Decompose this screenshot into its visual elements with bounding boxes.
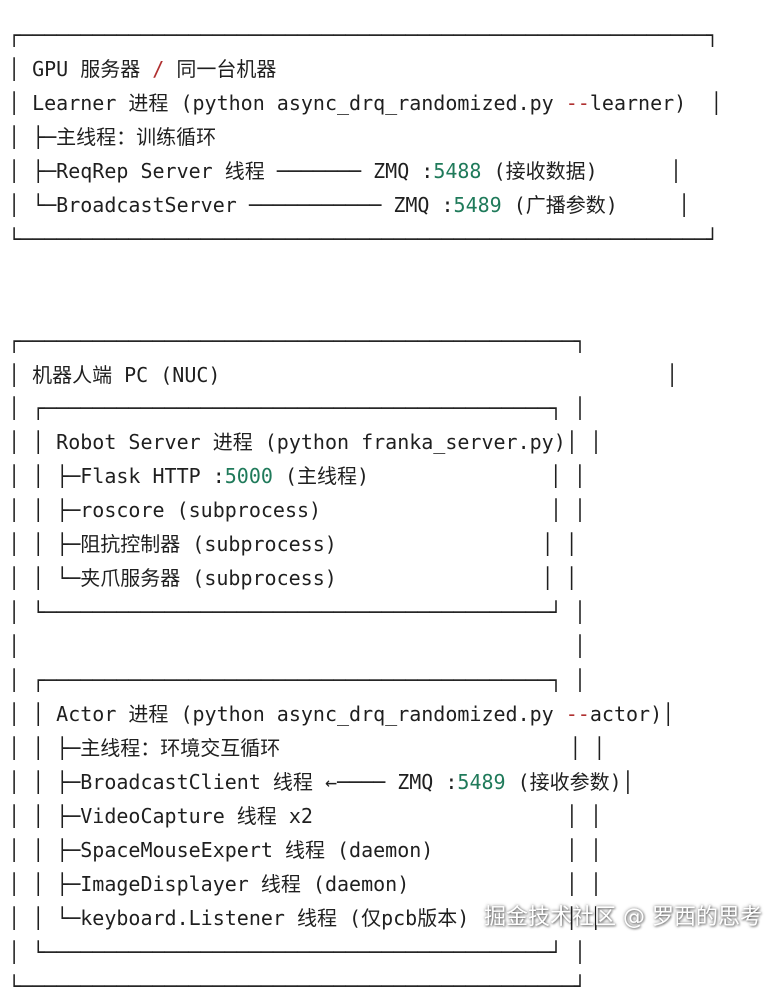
diagram-text: │ └─BroadcastServer ─────────── ZMQ : — [8, 192, 454, 217]
diagram-line: │ │ — [8, 629, 586, 663]
diagram-text: learner) │ — [589, 90, 723, 115]
diagram-text: │ ├─主线程：训练循环 │ — [8, 124, 784, 149]
diagram-text: │ │ ├─ImageDisplayer 线程 (daemon) │ │ — [8, 871, 602, 896]
diagram-line: │ │ ├─SpaceMouseExpert 线程 (daemon) │ │ — [8, 833, 602, 867]
diagram-line: │ │ Robot Server 进程 (python franka_serve… — [8, 425, 602, 459]
diagram-line: │ │ └─keyboard.Listener 线程 (仅pcb版本) │ │ — [8, 901, 602, 935]
diagram-text: │ ├─ReqRep Server 线程 ─────── ZMQ : — [8, 158, 434, 183]
diagram-line: └───────────────────────────────────────… — [8, 222, 718, 256]
diagram-text: │ 机器人端 PC (NUC) │ — [8, 362, 679, 387]
diagram-text: └───────────────────────────────────────… — [8, 226, 719, 251]
diagram-text: │ │ └─keyboard.Listener 线程 (仅pcb版本) │ │ — [8, 905, 602, 930]
diagram-text: │ │ ├─Flask HTTP : — [8, 464, 225, 489]
diagram-text: │ GPU 服务器 — [8, 56, 153, 81]
diagram-text: │ │ — [8, 634, 586, 659]
diagram-line: │ │ ├─VideoCapture 线程 x2 │ │ — [8, 799, 602, 833]
diagram-line: │ ┌─────────────────────────────────────… — [8, 663, 586, 697]
diagram-text: (广播参数) │ — [501, 192, 691, 217]
diagram-text: │ │ ├─roscore (subprocess) │ │ — [8, 498, 586, 523]
diagram-text: (接收数据) │ — [481, 158, 682, 183]
diagram-text: │ │ ├─VideoCapture 线程 x2 │ │ — [8, 803, 602, 828]
diagram-line: │ └─────────────────────────────────────… — [8, 935, 586, 969]
diagram-text: │ │ Actor 进程 (python async_drq_randomize… — [8, 702, 566, 726]
diagram-line: │ ├─主线程：训练循环 │ — [8, 120, 784, 154]
diagram-line: │ ├─ReqRep Server 线程 ─────── ZMQ :5488 (… — [8, 154, 682, 188]
port-number: 5000 — [224, 464, 273, 489]
diagram-text: │ │ └─夹爪服务器 (subprocess) │ │ — [8, 566, 578, 591]
operator-text: -- — [565, 702, 590, 726]
port-number: 5489 — [453, 192, 502, 217]
diagram-line: │ │ └─夹爪服务器 (subprocess) │ │ — [8, 561, 578, 595]
diagram-text: │ └─────────────────────────────────────… — [8, 939, 586, 964]
diagram-line: │ │ ├─主线程：环境交互循环 │ │ — [8, 731, 605, 765]
diagram-line: │ │ ├─roscore (subprocess) │ │ — [8, 493, 586, 527]
diagram-text: └───────────────────────────────────────… — [8, 973, 586, 998]
port-number: 5488 — [433, 158, 482, 183]
diagram-text: │ Learner 进程 (python async_drq_randomize… — [8, 90, 566, 115]
diagram-text: │ │ ├─SpaceMouseExpert 线程 (daemon) │ │ — [8, 837, 602, 862]
diagram-line: │ │ ├─BroadcastClient 线程 ←──── ZMQ :5489… — [8, 765, 634, 799]
operator-text: / — [152, 56, 165, 81]
diagram-text: ┌───────────────────────────────────────… — [8, 328, 586, 353]
diagram-text: (接收参数)│ — [505, 769, 634, 794]
port-number: 5489 — [457, 769, 506, 794]
diagram-line: │ Learner 进程 (python async_drq_randomize… — [8, 86, 722, 120]
diagram-line: │ │ Actor 进程 (python async_drq_randomize… — [8, 697, 674, 731]
operator-text: -- — [565, 90, 590, 115]
diagram-text: │ │ Robot Server 进程 (python franka_serve… — [8, 430, 602, 455]
diagram-line: ┌───────────────────────────────────────… — [8, 324, 586, 358]
watermark: 掘金技术社区 @ 罗西的思考 — [484, 905, 762, 930]
diagram-line: │ │ ├─Flask HTTP :5000 (主线程) │ │ — [8, 459, 586, 493]
diagram-line: │ │ ├─阻抗控制器 (subprocess) │ │ — [8, 527, 578, 561]
diagram-text: 同一台机器 │ — [164, 56, 784, 81]
diagram-line: └───────────────────────────────────────… — [8, 969, 586, 1003]
diagram-text: ┌───────────────────────────────────────… — [8, 23, 719, 47]
diagram-line: │ ┌─────────────────────────────────────… — [8, 391, 586, 425]
diagram-text: │ │ ├─主线程：环境交互循环 │ │ — [8, 735, 606, 760]
diagram-line: │ GPU 服务器 / 同一台机器 │ — [8, 52, 784, 86]
diagram-text: │ │ ├─BroadcastClient 线程 ←──── ZMQ : — [8, 769, 458, 794]
diagram-line: │ └─────────────────────────────────────… — [8, 595, 586, 629]
diagram-text: │ └─────────────────────────────────────… — [8, 600, 586, 625]
diagram-text: │ ┌─────────────────────────────────────… — [8, 396, 586, 421]
diagram-text: (主线程) │ │ — [272, 464, 586, 489]
diagram-text: │ ┌─────────────────────────────────────… — [8, 668, 586, 693]
diagram-line: │ │ ├─ImageDisplayer 线程 (daemon) │ │ — [8, 867, 602, 901]
architecture-diagram: ┌───────────────────────────────────────… — [8, 18, 784, 998]
diagram-line: │ └─BroadcastServer ─────────── ZMQ :548… — [8, 188, 690, 222]
diagram-line: │ 机器人端 PC (NUC) │ — [8, 358, 678, 392]
diagram-text: │ │ ├─阻抗控制器 (subprocess) │ │ — [8, 532, 578, 557]
diagram-text: actor)│ — [589, 702, 675, 726]
diagram-line: ┌───────────────────────────────────────… — [8, 18, 718, 52]
